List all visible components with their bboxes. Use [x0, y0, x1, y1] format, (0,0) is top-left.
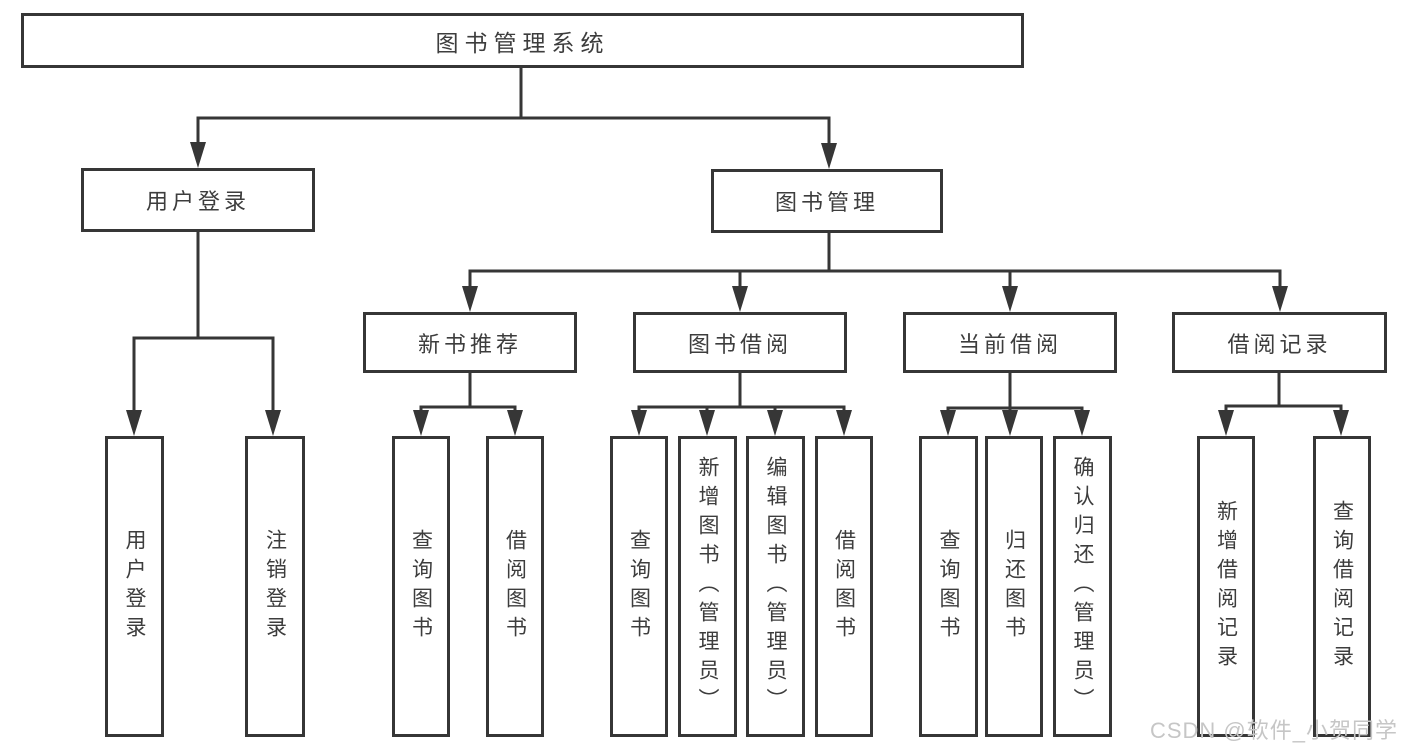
node-leaf-return-book: 归还图书 — [985, 436, 1043, 737]
arrowhead-leaf-logout — [265, 410, 281, 436]
arrowhead-leaf-query1 — [413, 410, 429, 436]
arrowhead-new-books — [462, 286, 478, 312]
arrowhead-leaf-edit-book — [767, 410, 783, 436]
node-root: 图书管理系统 — [21, 13, 1024, 68]
node-leaf-query-borrow-record: 查询借阅记录 — [1313, 436, 1371, 737]
node-leaf-logout: 注销登录 — [245, 436, 305, 737]
node-root-label: 图书管理系统 — [435, 29, 610, 56]
node-book-mgmt-label: 图书管理 — [774, 190, 879, 215]
node-leaf-edit-book-admin-label: 编辑图书（管理员） — [764, 456, 787, 717]
node-leaf-query-books-current-label: 查询图书 — [937, 528, 960, 645]
node-user-login-label: 用户登录 — [145, 189, 250, 214]
node-leaf-return-book-label: 归还图书 — [1002, 528, 1026, 645]
node-leaf-borrow-books-new-label: 借阅图书 — [503, 528, 527, 645]
arrowhead-leaf-query2 — [631, 410, 647, 436]
node-leaf-query-books-new-label: 查询图书 — [409, 528, 433, 645]
arrowhead-borrow-records — [1272, 286, 1288, 312]
node-leaf-query-books-borrow: 查询图书 — [610, 436, 668, 737]
node-new-books-label: 新书推荐 — [417, 331, 522, 357]
arrowhead-leaf-login — [126, 410, 142, 436]
node-leaf-borrow-books-new: 借阅图书 — [486, 436, 544, 737]
arrowhead-current-borrow — [1002, 286, 1018, 312]
node-leaf-borrow-books-2: 借阅图书 — [815, 436, 873, 737]
node-leaf-confirm-return-admin-label: 确认归还（管理员） — [1071, 456, 1094, 717]
node-user-login: 用户登录 — [81, 168, 315, 232]
node-leaf-borrow-books-2-label: 借阅图书 — [832, 528, 856, 645]
node-leaf-query-books-current: 查询图书 — [919, 436, 978, 737]
arrowhead-book-mgmt — [821, 143, 837, 169]
node-leaf-query-borrow-record-label: 查询借阅记录 — [1330, 499, 1354, 674]
node-leaf-edit-book-admin: 编辑图书（管理员） — [746, 436, 805, 737]
node-leaf-confirm-return-admin: 确认归还（管理员） — [1053, 436, 1112, 737]
node-leaf-add-book-admin: 新增图书（管理员） — [678, 436, 737, 737]
arrowhead-leaf-add-record — [1218, 410, 1234, 436]
node-current-borrow: 当前借阅 — [903, 312, 1117, 373]
node-current-borrow-label: 当前借阅 — [957, 331, 1062, 357]
node-leaf-query-books-new: 查询图书 — [392, 436, 450, 737]
node-leaf-add-borrow-record: 新增借阅记录 — [1197, 436, 1255, 737]
node-leaf-add-borrow-record-label: 新增借阅记录 — [1214, 499, 1238, 674]
arrowhead-leaf-confirm-return — [1074, 410, 1090, 436]
node-new-books: 新书推荐 — [363, 312, 577, 373]
node-book-mgmt: 图书管理 — [711, 169, 943, 233]
node-leaf-user-login: 用户登录 — [105, 436, 164, 737]
arrowhead-leaf-add-book — [699, 410, 715, 436]
node-book-borrow-label: 图书借阅 — [687, 331, 792, 357]
node-leaf-add-book-admin-label: 新增图书（管理员） — [696, 456, 719, 717]
arrowhead-leaf-query-record — [1333, 410, 1349, 436]
arrowhead-user-login — [190, 142, 206, 168]
node-leaf-logout-label: 注销登录 — [263, 528, 287, 645]
arrowhead-book-borrow — [732, 286, 748, 312]
arrowhead-leaf-query3 — [940, 410, 956, 436]
node-borrow-records: 借阅记录 — [1172, 312, 1387, 373]
node-book-borrow: 图书借阅 — [633, 312, 847, 373]
arrowhead-leaf-borrow2 — [836, 410, 852, 436]
node-leaf-query-books-borrow-label: 查询图书 — [627, 528, 651, 645]
arrowhead-leaf-return — [1002, 410, 1018, 436]
node-leaf-user-login-label: 用户登录 — [123, 528, 146, 645]
watermark: CSDN @软件_小贺同学 — [1149, 718, 1398, 743]
arrowhead-leaf-borrow1 — [507, 410, 523, 436]
node-borrow-records-label: 借阅记录 — [1227, 331, 1332, 357]
